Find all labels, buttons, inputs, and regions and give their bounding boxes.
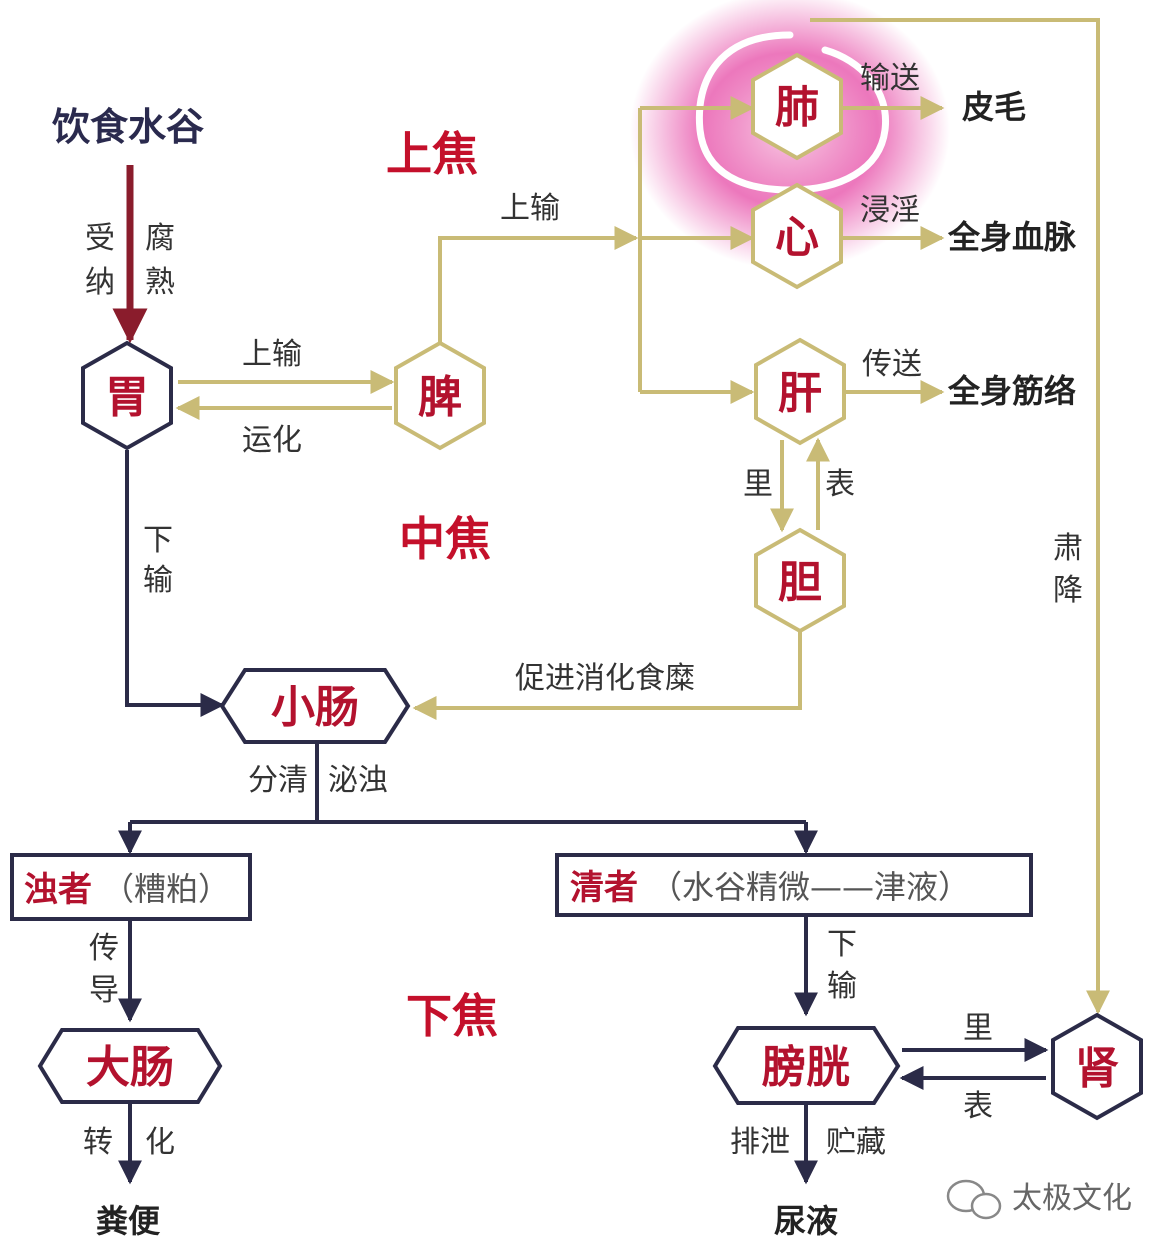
svg-text:清者: 清者 [570,868,638,908]
edge-label-bladder-kidney-top: 里 [963,1011,993,1046]
start-label: 饮食水谷 [52,105,204,149]
edge-label-li-left: 转 [83,1125,113,1160]
edge-label-bladder-kidney-bottom: 表 [963,1089,993,1124]
box-turbid: 浊者 （糟粕） [10,853,252,921]
edge-label-turbid-down-1: 传 [89,931,119,966]
svg-text:胆: 胆 [778,557,822,608]
zone-middle: 中焦 [399,512,491,566]
svg-text:大肠: 大肠 [86,1042,174,1093]
svg-text:（糟粕）: （糟粕） [102,870,230,908]
output-liver: 全身筋络 [947,372,1076,410]
edge-label-stomach-down-2: 输 [143,563,173,598]
edge-label-turbid-down-2: 导 [89,973,119,1008]
edge-label-gb-to-si: 促进消化食糜 [515,661,695,696]
start-right-2: 熟 [145,265,175,300]
svg-text:肺: 肺 [775,82,819,133]
svg-text:肝: 肝 [778,368,822,419]
svg-text:脾: 脾 [418,372,462,423]
stomach-down-arrow [125,450,225,717]
edge-label-lung-out: 输送 [860,61,920,96]
watermark: 太极文化 [946,1179,1132,1220]
node-stomach: 胃 [81,340,173,451]
edge-label-clear-down-1: 下 [827,927,857,962]
output-lung: 皮毛 [962,88,1026,126]
node-kidney: 肾 [1051,1012,1143,1121]
node-liver: 肝 [754,337,846,446]
output-large-intestine: 粪便 [96,1202,161,1240]
zone-lower: 下焦 [406,989,498,1043]
edge-label-lung-kidney-1: 肃 [1053,531,1083,566]
output-heart: 全身血脉 [947,218,1077,256]
svg-text:浊者: 浊者 [24,870,92,910]
edge-label-liver-gb-up: 表 [825,467,855,502]
svg-text:小肠: 小肠 [271,682,359,733]
node-lung: 肺 [751,52,843,161]
edge-label-liver-out: 传送 [862,347,922,382]
edge-label-stomach-spleen-bottom: 运化 [242,423,302,458]
node-bladder: 膀胱 [712,1026,901,1105]
edge-label-li-right: 化 [145,1125,175,1160]
node-large-intestine: 大肠 [37,1028,223,1104]
edge-label-liver-gb-down: 里 [743,467,773,502]
edge-label-stomach-down-1: 下 [143,523,173,558]
edge-label-spleen-up: 上输 [500,191,560,226]
edge-label-bladder-left: 排泄 [730,1125,790,1160]
edge-label-stomach-spleen-top: 上输 [242,337,302,372]
spleen-up-arrow [438,226,639,345]
svg-text:（水谷精微——津液）: （水谷精微——津液） [650,868,970,906]
start-left-1: 受 [85,221,115,256]
gb-to-si-arrow [412,628,802,720]
edge-label-si-left: 分清 [248,763,308,798]
node-spleen: 脾 [394,340,486,451]
node-heart: 心 [751,182,843,290]
lung-highlight-circle [695,31,890,194]
svg-text:膀胱: 膀胱 [761,1042,850,1093]
edge-label-bladder-right: 贮藏 [826,1125,886,1160]
lung-to-kidney-arrow [810,18,1110,1015]
start-right-1: 腐 [145,221,175,256]
start-left-2: 纳 [85,265,115,300]
edge-label-lung-kidney-2: 降 [1053,573,1083,608]
svg-text:心: 心 [775,212,819,263]
node-small-intestine: 小肠 [219,668,411,744]
svg-text:胃: 胃 [105,372,149,423]
box-clear: 清者 （水谷精微——津液） [555,853,1033,917]
output-bladder: 尿液 [774,1202,838,1240]
watermark-text: 太极文化 [1012,1181,1132,1216]
svg-text:肾: 肾 [1075,1043,1119,1094]
node-gallbladder: 胆 [754,527,846,634]
edge-label-si-right: 泌浊 [328,763,388,798]
zone-upper: 上焦 [386,127,478,181]
edge-label-heart-out: 浸淫 [860,193,920,228]
edge-label-clear-down-2: 输 [827,969,857,1004]
wechat-icon [946,1179,1002,1220]
